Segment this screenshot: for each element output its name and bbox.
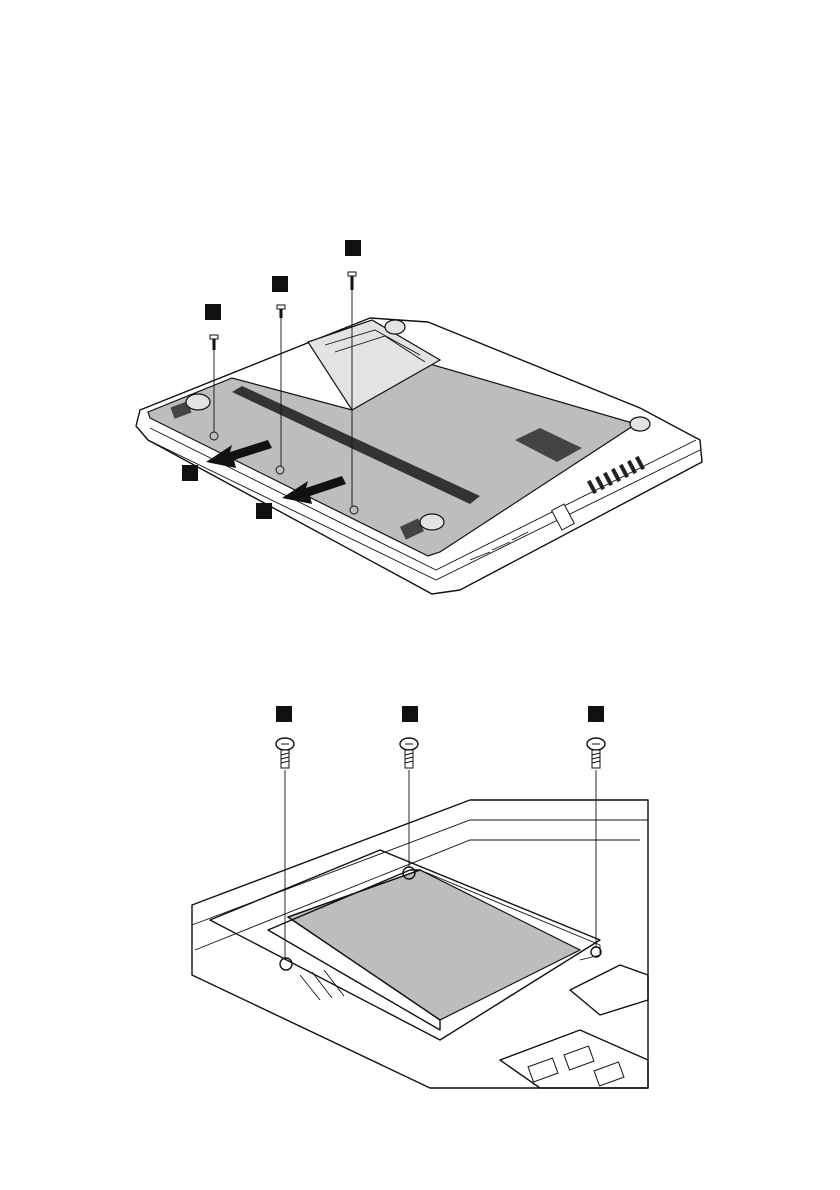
screw-icon [276,738,294,768]
bracket-screw-hole-3 [591,947,601,957]
step-marker [402,706,418,722]
step-marker [345,240,361,256]
screw-icon [400,738,418,768]
screw-icon [210,335,218,350]
figure-hard-disk-screws [0,690,840,1100]
rubber-pad [570,965,648,1015]
screw-icon [277,305,285,318]
figure-base-cover-removal [0,200,840,620]
step-marker [276,706,292,722]
rubber-foot-left [186,394,210,410]
connector-slots [300,970,344,1000]
hard-disk-bay-illustration [0,690,840,1100]
screw-icon [587,738,605,768]
step-marker [272,276,288,292]
rubber-foot-right [630,417,650,431]
rubber-foot-top [385,320,405,334]
screw-icon [348,272,356,290]
rubber-foot-bottom [420,514,444,530]
step-marker [256,503,272,519]
step-marker [588,706,604,722]
laptop-bottom-illustration [0,200,840,620]
step-marker [205,304,221,320]
step-marker [182,465,198,481]
